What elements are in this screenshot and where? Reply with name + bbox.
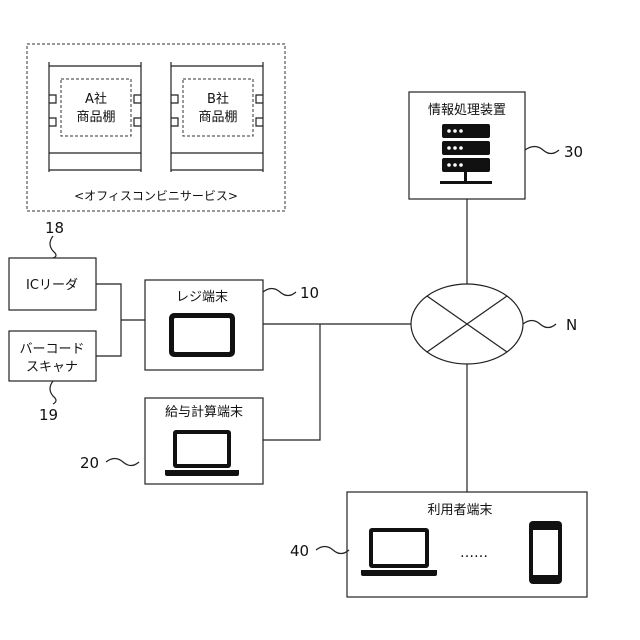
shelf-a-label-1: A社 — [85, 91, 107, 107]
user-terminal-ref: 40 — [290, 542, 309, 560]
tablet-icon — [169, 313, 235, 357]
user-terminal-ref-leader — [316, 547, 349, 554]
shelf-a-label-2: 商品棚 — [76, 110, 115, 125]
link-payroll-network — [263, 324, 320, 440]
office-service-caption: <オフィスコンビニサービス> — [74, 189, 238, 203]
ic-reader-label: ICリーダ — [26, 278, 78, 293]
smartphone-icon — [529, 521, 562, 584]
user-terminal-label: 利用者端末 — [427, 503, 492, 518]
barcode-scanner-label-2: スキャナ — [26, 360, 78, 375]
network-ref-leader — [523, 321, 556, 328]
shelf-b-label-1: B社 — [207, 91, 229, 107]
register-label: レジ端末 — [176, 290, 228, 305]
shelf-a: A社 商品棚 — [49, 62, 141, 172]
shelf-b: B社 商品棚 — [171, 62, 263, 172]
ic-reader-ref: 18 — [45, 219, 64, 237]
barcode-scanner-label-1: バーコード — [19, 342, 84, 357]
link-devices-register — [96, 284, 145, 356]
office-service-area — [27, 44, 285, 211]
shelf-b-product-area — [183, 79, 253, 136]
payroll-label: 給与計算端末 — [165, 404, 243, 420]
ic-reader-ref-leader — [50, 236, 56, 258]
barcode-scanner-ref: 19 — [39, 406, 58, 424]
register-ref: 10 — [300, 284, 319, 302]
server-ref: 30 — [564, 143, 583, 161]
payroll-ref: 20 — [80, 454, 99, 472]
user-terminal-ellipsis: …… — [460, 545, 488, 561]
network-symbol — [411, 284, 523, 364]
server-ref-leader — [525, 147, 559, 154]
payroll-ref-leader — [106, 459, 139, 466]
server-label: 情報処理装置 — [428, 103, 506, 118]
barcode-scanner-ref-leader — [50, 381, 56, 404]
register-ref-leader — [263, 289, 296, 296]
shelf-a-product-area — [61, 79, 131, 136]
network-ref: N — [566, 316, 577, 334]
shelf-b-label-2: 商品棚 — [198, 110, 237, 125]
